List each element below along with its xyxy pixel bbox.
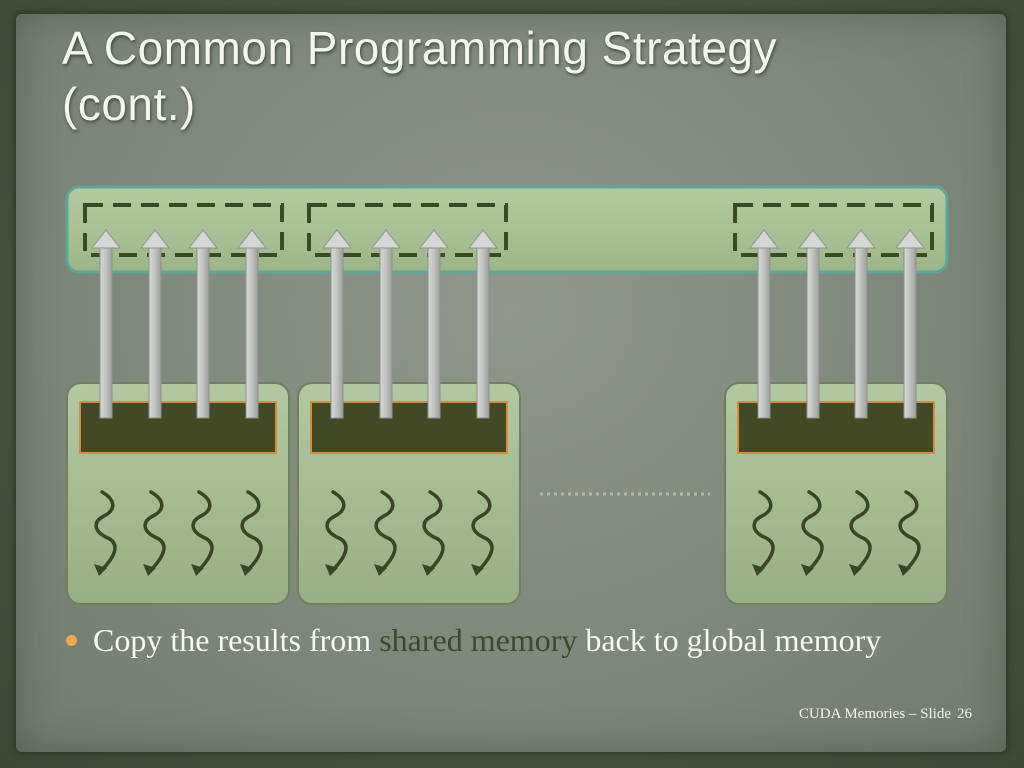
threads [94, 490, 921, 576]
global-region-block-3 [733, 203, 934, 257]
thread-block-2 [297, 382, 521, 605]
thread-b3-t3 [849, 490, 872, 576]
bullet-text: Copy the results from shared memory back… [93, 618, 943, 662]
copy-arrow-b2-t3 [418, 229, 450, 419]
copy-arrow-b3-t2 [797, 229, 829, 419]
global-region-block-1 [83, 203, 284, 257]
copy-arrows [90, 229, 926, 419]
thread-b2-t3 [422, 490, 445, 576]
bullet-dot-icon [66, 635, 77, 646]
thread-b1-t4 [240, 490, 263, 576]
slide-footer: CUDA Memories – Slide 26 [799, 706, 972, 723]
footer-page-number: 26 [957, 706, 972, 722]
slide-title: A Common Programming Strategy (cont.) [62, 20, 962, 132]
slide-title-line-2: (cont.) [62, 78, 196, 130]
copy-arrow-b1-t4 [236, 229, 268, 419]
thread-b2-t2 [374, 490, 397, 576]
copy-arrow-b3-t1 [748, 229, 780, 419]
thread-b2-t4 [471, 490, 494, 576]
shared-memory-3 [737, 401, 935, 454]
thread-b2-t1 [325, 490, 348, 576]
copy-arrow-b1-t3 [187, 229, 219, 419]
thread-block-1 [66, 382, 290, 605]
slide-title-line-1: A Common Programming Strategy [62, 22, 777, 74]
shared-memory-2 [310, 401, 508, 454]
shared-memory-1 [79, 401, 277, 454]
copy-arrow-b2-t2 [370, 229, 402, 419]
copy-arrow-b3-t3 [845, 229, 877, 419]
footer-label: CUDA Memories – Slide [798, 706, 951, 722]
thread-b3-t2 [801, 490, 824, 576]
bullet-text-before: Copy the results from [93, 622, 380, 658]
thread-block-3 [724, 382, 948, 605]
thread-b3-t1 [752, 490, 775, 576]
bullet-text-highlight: shared memory [379, 622, 578, 658]
global-memory-bar [65, 185, 949, 274]
copy-arrow-b2-t4 [467, 229, 499, 419]
bullet-text-after: back to global memory [577, 622, 882, 658]
thread-b1-t3 [191, 490, 214, 576]
global-memory-regions [83, 203, 934, 257]
copy-arrow-b1-t1 [90, 229, 122, 419]
thread-b3-t4 [898, 490, 921, 576]
thread-b1-t2 [143, 490, 166, 576]
global-region-block-2 [307, 203, 508, 257]
copy-arrow-b3-t4 [894, 229, 926, 419]
copy-arrow-b2-t1 [321, 229, 353, 419]
thread-b1-t1 [94, 490, 117, 576]
copy-arrow-b1-t2 [139, 229, 171, 419]
